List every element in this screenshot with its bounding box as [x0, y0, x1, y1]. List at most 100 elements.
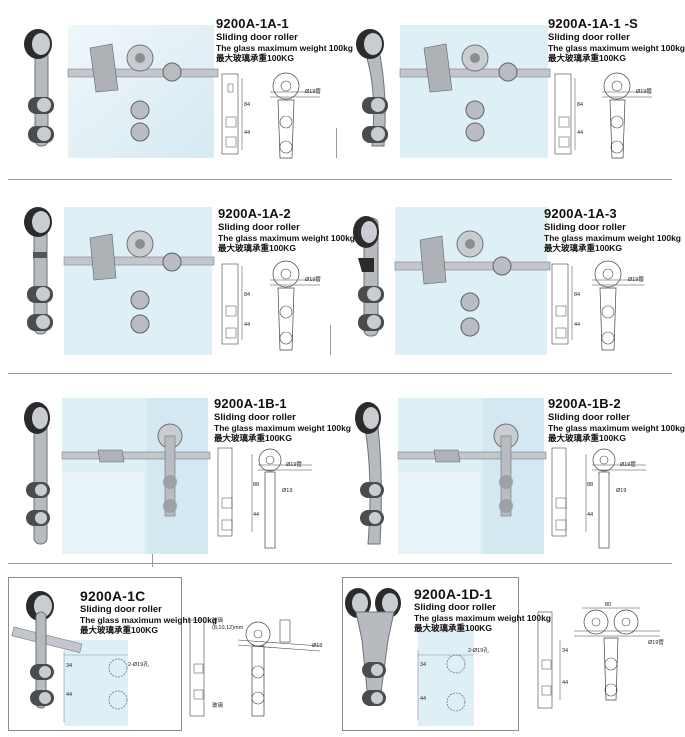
product-name: Sliding door roller [216, 32, 298, 43]
row-separator-3 [8, 563, 672, 564]
dim-44: 44 [587, 512, 593, 518]
product-card-9200A-1A-1: 9200A-1A-1 Sliding door roller The glass… [0, 0, 353, 178]
dim-44: 44 [562, 680, 568, 686]
product-name: Sliding door roller [548, 412, 630, 423]
max-weight-cn: 最大玻璃承重100KG [216, 53, 294, 63]
product-spec: Sliding door roller The glass maximum we… [548, 32, 685, 64]
technical-drawing: 84 44 Ø19管 [221, 72, 321, 159]
dim-44: 44 [253, 512, 259, 518]
dim-44: 44 [66, 692, 72, 698]
product-card-9200A-1A-1-S: 9200A-1A-1 -S Sliding door roller The gl… [340, 0, 685, 178]
product-spec-1C: Sliding door roller The glass maximum we… [80, 605, 217, 636]
product-code: 9200A-1A-1 [216, 16, 289, 31]
roller-side-view-photo [353, 216, 384, 337]
product-spec: Sliding door roller The glass maximum we… [216, 32, 353, 64]
product-name: Sliding door roller [414, 602, 496, 613]
max-weight-en: The glass maximum weight 100kg [548, 423, 685, 433]
max-weight-en: The glass maximum weight 100kg [80, 615, 217, 625]
dim-tube: Ø19管 [286, 460, 302, 468]
product-spec: Sliding door roller The glass maximum we… [544, 222, 681, 254]
dim-44: 44 [244, 130, 250, 136]
product-name: Sliding door roller [218, 222, 300, 233]
product-spec: Sliding door roller The glass maximum we… [548, 412, 685, 444]
max-weight-cn: 最大玻璃承重100KG [218, 243, 296, 253]
product-code: 9200A-1B-2 [548, 396, 621, 411]
max-weight-cn: 最大玻璃承重100KG [548, 433, 626, 443]
dim-tube: Ø19 [312, 643, 322, 649]
product-card-9200A-1A-3: 9200A-1A-3 Sliding door roller The glass… [340, 182, 681, 372]
glass-panel-photo [63, 207, 215, 355]
dim-tube: Ø19管 [305, 87, 321, 95]
roller-side-view-photo [24, 402, 50, 545]
technical-drawing: 84 44 Ø19管 [551, 260, 644, 351]
dim-34: 34 [562, 648, 568, 654]
dim-84: 84 [574, 292, 580, 298]
dim-84: 84 [244, 102, 250, 108]
technical-drawing: 88 44 Ø19管 Ø19 [217, 447, 312, 549]
product-card-9200A-1A-2: 9200A-1A-2 Sliding door roller The glass… [0, 182, 355, 372]
dim-glass-thickness: (8,10,12)mm [212, 625, 244, 631]
max-weight-en: The glass maximum weight 100kg [548, 43, 685, 53]
dim-tube: Ø19管 [628, 275, 644, 283]
row-separator-2 [8, 373, 672, 374]
max-weight-en: The glass maximum weight 100kg [214, 423, 351, 433]
roller-side-view-photo [356, 29, 388, 147]
dim-44: 44 [420, 696, 426, 702]
max-weight-en: The glass maximum weight 100kg [544, 233, 681, 243]
product-name: Sliding door roller [548, 32, 630, 43]
dim-glass: 玻璃 [212, 616, 224, 624]
product-code: 9200A-1B-1 [214, 396, 287, 411]
roller-side-view-photo [355, 402, 384, 545]
glass-panel-photo [397, 398, 547, 554]
product-spec: Sliding door roller The glass maximum we… [214, 412, 351, 444]
product-code: 9200A-1D-1 [414, 586, 493, 602]
dim-tube: Ø19管 [636, 87, 652, 95]
product-name: Sliding door roller [214, 412, 296, 423]
glass-panel-photo [67, 25, 219, 158]
technical-drawing: 84 44 Ø19管 [554, 72, 652, 159]
column-separator-2 [330, 325, 331, 355]
dim-holes: 2-Ø19孔 [468, 646, 489, 654]
product-spec: Sliding door roller The glass maximum we… [218, 222, 355, 254]
technical-drawing: 84 44 Ø19管 [221, 260, 321, 351]
dim-84: 84 [577, 102, 583, 108]
product-code: 9200A-1A-2 [218, 206, 291, 221]
product-name: Sliding door roller [544, 222, 626, 233]
dim-88: 88 [587, 482, 593, 488]
technical-drawing: 88 44 Ø19管 Ø19 [551, 447, 646, 549]
glass-panel-photo [394, 207, 551, 355]
dim-holes: 2-Ø19孔 [128, 660, 149, 668]
dim-tube: Ø19管 [305, 275, 321, 283]
roller-side-view-photo [24, 207, 53, 335]
max-weight-cn: 最大玻璃承重100KG [80, 625, 158, 635]
dim-44: 44 [244, 322, 250, 328]
dim-rod: Ø19 [616, 488, 626, 494]
roller-side-view-photo [24, 29, 54, 147]
dim-88: 88 [253, 482, 259, 488]
max-weight-cn: 最大玻璃承重100KG [544, 243, 622, 253]
column-separator-3 [152, 545, 153, 567]
glass-panel-photo [61, 398, 211, 554]
product-code: 9200A-1A-1 -S [548, 16, 639, 31]
max-weight-en: The glass maximum weight 100kg [216, 43, 353, 53]
product-card-9200A-1B-1: 9200A-1B-1 Sliding door roller The glass… [0, 376, 351, 562]
max-weight-en: The glass maximum weight 100kg [218, 233, 355, 243]
max-weight-cn: 最大玻璃承重100KG [214, 433, 292, 443]
dim-rod: Ø19 [282, 488, 292, 494]
column-separator-1 [336, 128, 337, 158]
dim-tube: Ø19管 [648, 638, 664, 646]
row-separator-1 [8, 179, 672, 180]
product-card-9200A-1B-2: 9200A-1B-2 Sliding door roller The glass… [340, 376, 685, 562]
dim-80: 80 [605, 602, 611, 608]
dim-34: 34 [66, 663, 72, 669]
dim-glass-bottom: 玻璃 [212, 701, 224, 709]
max-weight-cn: 最大玻璃承重100KG [414, 623, 492, 633]
product-spec-1D: Sliding door roller The glass maximum we… [414, 602, 551, 634]
dim-tube: Ø19管 [620, 460, 636, 468]
max-weight-en: The glass maximum weight 100kg [414, 613, 551, 623]
glass-panel-photo [399, 25, 551, 158]
dim-44: 44 [574, 322, 580, 328]
